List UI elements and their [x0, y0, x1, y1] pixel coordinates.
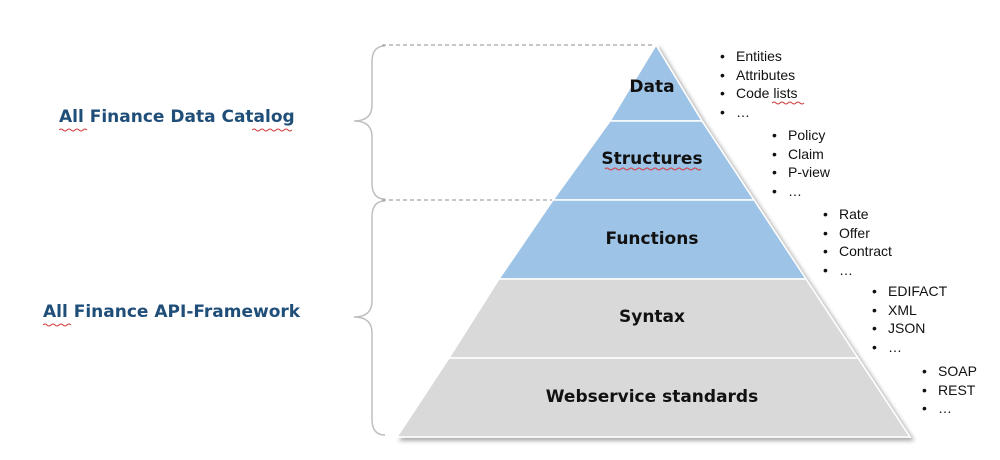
bullet-text: EDIFACT: [888, 283, 948, 299]
bullet-item: •…: [872, 338, 947, 357]
bullet-dot-icon: •: [772, 145, 777, 162]
bullet-dot-icon: •: [922, 381, 927, 398]
bullet-list-structures: •Policy•Claim•P-view•…: [772, 126, 830, 200]
pyramid-layers: [395, 43, 912, 438]
bullet-dot-icon: •: [823, 261, 828, 278]
bullet-text: Claim: [788, 145, 824, 162]
layer-label-data: Data: [629, 77, 674, 97]
bullet-item: • XML: [872, 301, 947, 320]
bullet-item: • Claim: [772, 145, 830, 164]
bullet-text: Entities: [736, 48, 782, 64]
bullet-item: • JSON: [872, 319, 947, 338]
spellcheck-squiggle-all-1: [59, 128, 88, 132]
bullet-dot-icon: •: [872, 301, 877, 318]
bullet-item: • Code lists: [720, 84, 797, 103]
bullet-item: • Entities: [720, 47, 797, 66]
bullet-item: •…: [720, 103, 797, 122]
bullet-dot-icon: •: [872, 320, 877, 336]
bullet-item: •…: [772, 182, 830, 201]
bullet-dot-icon: •: [772, 164, 777, 180]
bullet-item: •…: [823, 261, 892, 280]
bullet-text: Attributes: [736, 66, 796, 83]
bullet-dot-icon: •: [823, 206, 828, 222]
bullet-text: P-view: [788, 164, 831, 180]
bullet-dot-icon: •: [872, 338, 877, 355]
bullet-text: …: [888, 338, 902, 355]
bullet-item: • P-view: [772, 163, 830, 182]
bullet-list-functions: •Rate•Offer•Contract•…: [823, 205, 892, 279]
bullet-dot-icon: •: [772, 182, 777, 199]
bullet-text: …: [839, 261, 853, 278]
label-data-catalog-text: All Finance Data Catalog: [59, 107, 295, 127]
bullet-dot-icon: •: [720, 48, 725, 64]
spellcheck-squiggle-catalog: [252, 128, 292, 132]
bullet-text: SOAP: [938, 363, 977, 379]
brace-data-catalog: [353, 45, 386, 200]
bullet-item: • Offer: [823, 224, 892, 243]
spellcheck-squiggle-structures: [604, 167, 702, 171]
spellcheck-squiggle-all-2: [43, 323, 72, 327]
layer-label-structures: Structures: [601, 149, 702, 169]
bullet-dot-icon: •: [720, 66, 725, 83]
bullet-dot-icon: •: [922, 363, 927, 379]
bullet-text: REST: [938, 381, 976, 398]
bullet-dot-icon: •: [872, 283, 877, 299]
bullet-dot-icon: •: [823, 224, 828, 241]
bullet-text: JSON: [888, 320, 926, 336]
bullet-dot-icon: •: [720, 85, 725, 101]
bullet-text: Offer: [839, 224, 870, 241]
bullet-item: • Rate: [823, 205, 892, 224]
bullet-item: • Attributes: [720, 66, 797, 85]
bullet-text: Contract: [839, 243, 892, 259]
bullet-text: Policy: [788, 127, 826, 143]
bullet-item: • Contract: [823, 242, 892, 261]
bullet-item: • SOAP: [922, 362, 977, 381]
label-api-framework-text: All Finance API-Framework: [43, 302, 301, 322]
bullet-text: Code lists: [736, 85, 798, 101]
bullet-text: XML: [888, 301, 917, 318]
bullet-dot-icon: •: [922, 400, 927, 416]
bullet-item: •…: [922, 399, 977, 418]
label-data-catalog: All Finance Data Catalog: [59, 107, 295, 127]
bullet-item: • EDIFACT: [872, 282, 947, 301]
spellcheck-squiggle-lists: [772, 101, 805, 105]
layer-label-functions: Functions: [606, 229, 699, 249]
brace-api-framework: [353, 200, 386, 436]
layer-webservice-standards: [395, 357, 912, 438]
bullet-dot-icon: •: [772, 127, 777, 143]
bullet-list-syntax: •EDIFACT•XML•JSON•…: [872, 282, 947, 356]
label-api-framework: All Finance API-Framework: [43, 302, 300, 322]
bullet-list-data: •Entities•Attributes•Code lists•…: [720, 47, 797, 121]
bullet-item: • Policy: [772, 126, 830, 145]
layer-label-syntax: Syntax: [619, 307, 685, 327]
bullet-item: • REST: [922, 381, 977, 400]
bullet-text: …: [938, 400, 952, 416]
bullet-dot-icon: •: [720, 103, 725, 120]
bullet-text: …: [788, 182, 802, 199]
layer-label-webservice-standards: Webservice standards: [546, 387, 758, 407]
bullet-dot-icon: •: [823, 243, 828, 259]
bullet-list-webservice: •SOAP•REST•…: [922, 362, 977, 418]
bullet-text: …: [736, 103, 750, 120]
bullet-text: Rate: [839, 206, 869, 222]
